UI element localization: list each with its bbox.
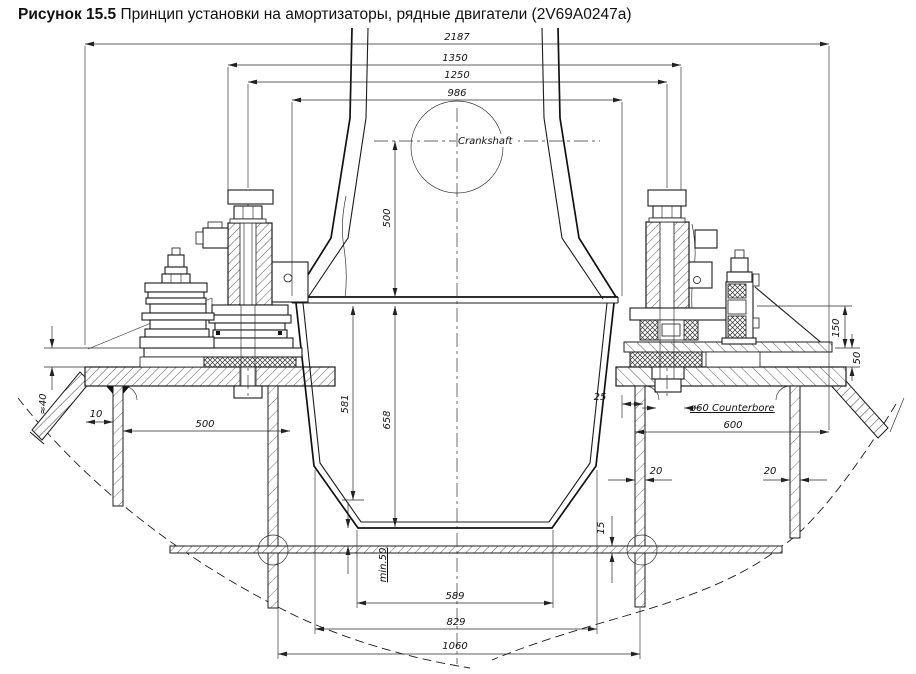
left-base-plate — [143, 347, 303, 358]
web-2 — [267, 385, 279, 609]
crankshaft-label: Crankshaft — [458, 136, 514, 147]
dim-589: 589 — [445, 591, 464, 602]
web-4 — [789, 385, 801, 539]
dim-15: 15 — [596, 522, 607, 535]
right-resilient-mount — [623, 189, 833, 400]
cast-edge-left — [342, 195, 347, 299]
dim-50: 50 — [852, 352, 863, 365]
hull-line-left — [17, 397, 471, 669]
right-engine-arm — [647, 189, 687, 207]
right-bracket-hole — [693, 276, 701, 284]
dim-829: 829 — [446, 617, 465, 628]
right-bolt-nut — [652, 205, 682, 219]
hull-and-foundation — [17, 366, 905, 669]
right-bolt-lower-nut — [654, 378, 682, 393]
left-bolt-nut — [233, 205, 263, 220]
dim-1060: 1060 — [442, 641, 467, 652]
hull-line-right — [491, 403, 897, 661]
dim-500: 500 — [382, 208, 393, 227]
oil-sump — [295, 302, 615, 529]
weld-circle-right — [626, 534, 658, 566]
dim-20-b: 20 — [764, 466, 777, 477]
foundation-plate-left — [84, 366, 336, 387]
left-boss — [202, 227, 229, 249]
figure-caption: Рисунок 15.5 Принцип установки на аморти… — [18, 6, 632, 24]
right-chock — [629, 351, 703, 368]
engine-outline: Crankshaft — [291, 27, 696, 664]
left-resilient-mount — [87, 189, 309, 400]
web-1 — [112, 385, 124, 507]
left-adjusting-screw — [139, 247, 215, 349]
dim-25: 25 — [594, 392, 607, 403]
dimensions: 2187 1350 1250 986 500 581 658 min.50 58… — [38, 32, 863, 657]
web-3 — [634, 385, 646, 608]
dim-986: 986 — [447, 88, 466, 99]
left-bracket-hole — [283, 273, 293, 283]
dim-600: 600 — [723, 420, 742, 431]
dim-2187: 2187 — [444, 32, 470, 43]
figure-caption-text: Принцип установки на амортизаторы, рядны… — [120, 6, 632, 23]
foundation-plate-right — [615, 366, 847, 387]
dim-658: 658 — [382, 410, 393, 429]
dim-150: 150 — [831, 318, 842, 337]
left-chock — [203, 356, 297, 368]
dim-500-left: 500 — [195, 419, 214, 430]
extension-lines — [44, 46, 860, 659]
dim-min50: min.50 — [378, 548, 389, 583]
dim-10: 10 — [90, 409, 103, 420]
dim-20-a: 20 — [650, 466, 663, 477]
dim-581: 581 — [340, 394, 351, 413]
tank-floor — [169, 545, 783, 554]
figure-number: Рисунок 15.5 — [18, 6, 121, 23]
dim-approx40: ≈40 — [38, 393, 49, 414]
dim-1350: 1350 — [442, 53, 467, 64]
right-adjusting-screw — [721, 249, 760, 345]
left-bolt-washer — [229, 218, 267, 224]
weld-circle-left — [257, 534, 289, 566]
left-engine-arm — [227, 189, 274, 205]
dim-counterbore: ø60 Counterbore — [689, 403, 775, 414]
counterbore-recess — [651, 366, 685, 380]
dim-1250: 1250 — [444, 70, 469, 81]
right-bracket-plate — [685, 261, 713, 289]
right-rubber-b — [683, 319, 699, 341]
right-rubber-a — [639, 319, 659, 341]
